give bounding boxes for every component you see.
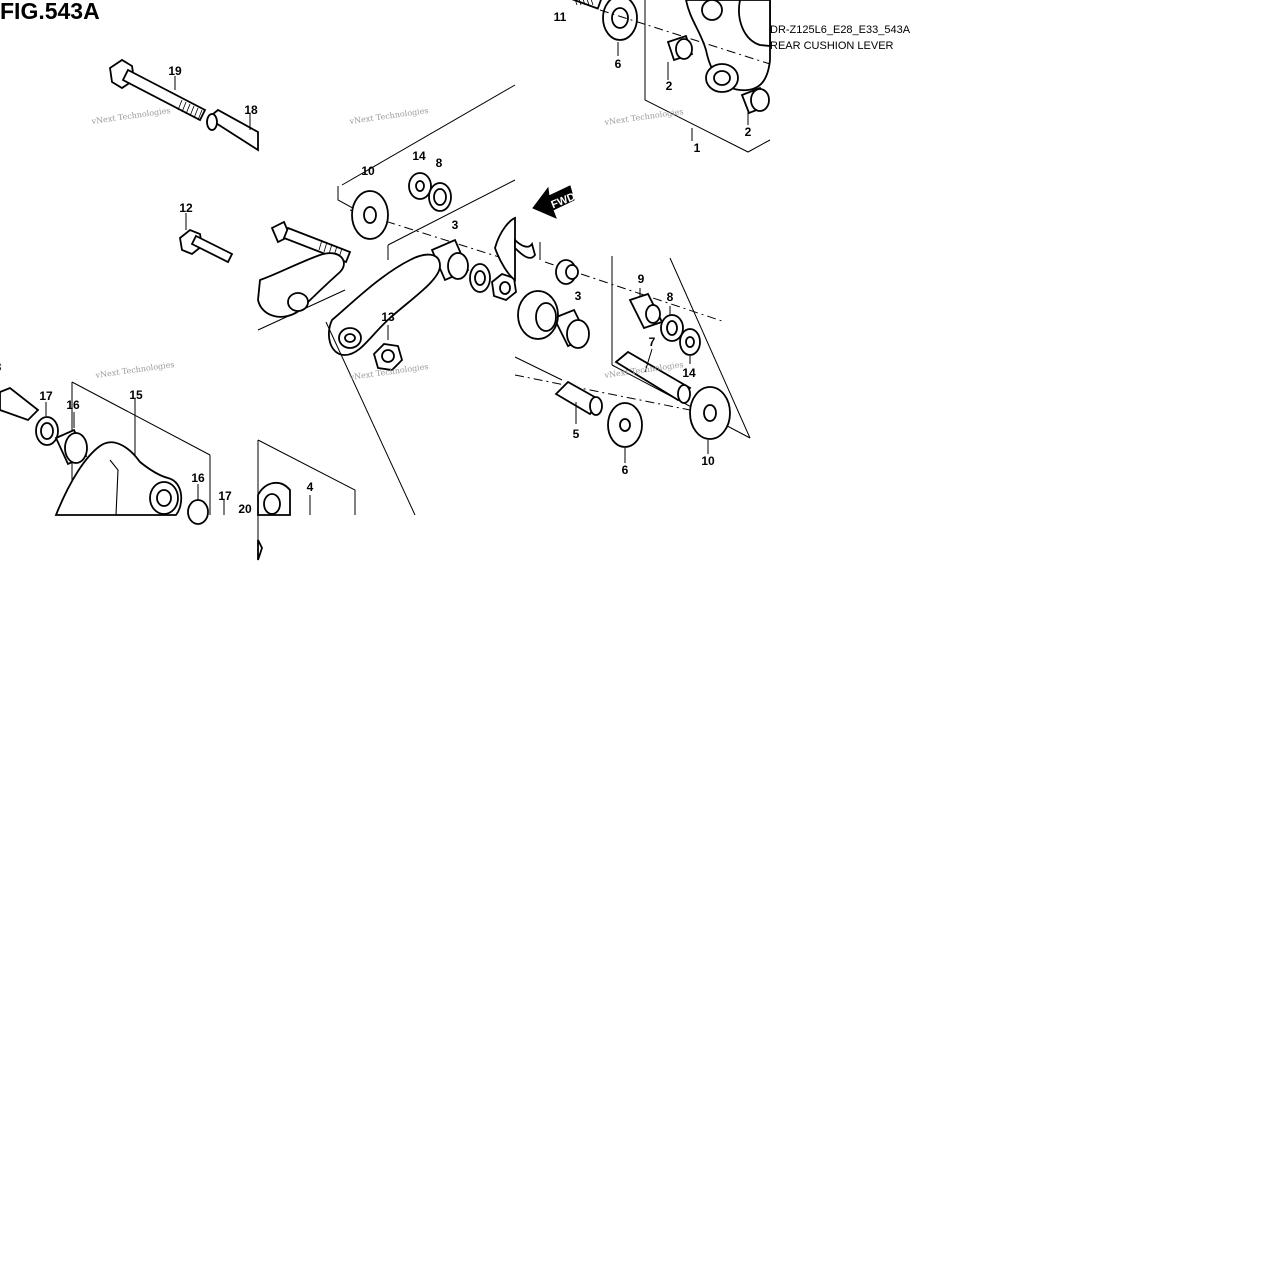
callout-17a: 17: [39, 389, 53, 403]
callout-19: 19: [168, 64, 182, 78]
callout-10b: 10: [701, 454, 715, 468]
fwd-arrow: FWD: [532, 185, 577, 219]
callout-11: 11: [554, 10, 567, 24]
part-seal-8-right: [660, 314, 684, 342]
callout-9: 9: [638, 272, 645, 286]
callout-14b: 14: [682, 366, 696, 380]
part-bearing-16: [54, 428, 88, 466]
part-bearing-3-right: [552, 259, 590, 349]
callout-6a: 6: [615, 57, 622, 71]
part-link-15: [54, 441, 183, 516]
part-link-4: [257, 440, 311, 561]
part-bearing-16b: [187, 499, 209, 525]
part-cushion-lever-1: [685, 0, 771, 93]
part-collar-5: [554, 380, 603, 416]
callout-4: 4: [307, 480, 314, 494]
callout-18b: 8: [0, 360, 2, 374]
part-washer-6-right: [607, 402, 643, 448]
callout-14a: 14: [412, 149, 426, 163]
figure-title: FIG.543A: [0, 0, 100, 24]
callout-8a: 8: [436, 156, 443, 170]
part-bearing-2b: [740, 86, 770, 115]
top-right-panel: [570, 0, 771, 153]
part-bolt-11: [570, 0, 603, 10]
part-washer-14-right: [679, 328, 701, 356]
part-seal-17: [35, 416, 59, 446]
part-bolt-19: [109, 58, 207, 122]
callout-16b: 16: [191, 471, 205, 485]
part-bearing-3-top: [430, 238, 470, 282]
part-washer-6-top: [602, 0, 638, 41]
center-panel: [257, 84, 536, 516]
callout-12: 12: [179, 201, 193, 215]
callout-2b: 2: [745, 125, 752, 139]
watermark-3: vNext Technologies: [603, 107, 684, 127]
callout-3b: 3: [575, 289, 582, 303]
callout-7: 7: [649, 335, 656, 349]
callout-15: 15: [129, 388, 143, 402]
part-seal-8-top: [428, 182, 452, 212]
watermark-1: vNext Technologies: [90, 106, 171, 126]
part-collar-18: [206, 108, 259, 152]
part-seal-right: [517, 290, 559, 340]
figure-name: REAR CUSHION LEVER: [770, 40, 894, 52]
callout-8b: 8: [667, 290, 674, 304]
callout-10a: 10: [361, 164, 375, 178]
part-cushion-rod: [257, 252, 441, 356]
part-bolt-12: [179, 228, 234, 264]
figure-code: DR-Z125L6_E28_E33_543A: [770, 24, 911, 36]
part-collar-18-bottom: [0, 386, 40, 422]
callout-16a: 16: [66, 398, 80, 412]
callout-1: 1: [694, 141, 701, 155]
part-bearing-2a: [666, 34, 694, 62]
watermark-2: vNext Technologies: [348, 106, 429, 126]
left-top-panel: [109, 58, 259, 264]
callout-20: 20: [238, 502, 252, 516]
right-middle-panel: [514, 242, 751, 463]
part-washer-10-right: [689, 386, 731, 440]
callout-13: 13: [381, 310, 395, 324]
part-collar-7: [614, 350, 692, 404]
callout-17b: 17: [218, 489, 232, 503]
callout-18a: 18: [244, 103, 258, 117]
callout-6b: 6: [622, 463, 629, 477]
part-nut-13: [372, 343, 404, 371]
callout-5: 5: [573, 427, 580, 441]
part-washer-14-top: [408, 172, 432, 200]
part-washer-10-top: [351, 190, 389, 240]
watermark-4: vNext Technologies: [94, 360, 175, 380]
callout-3a: 3: [452, 218, 459, 232]
left-bottom-panel: [0, 381, 225, 525]
callout-2a: 2: [666, 79, 673, 93]
